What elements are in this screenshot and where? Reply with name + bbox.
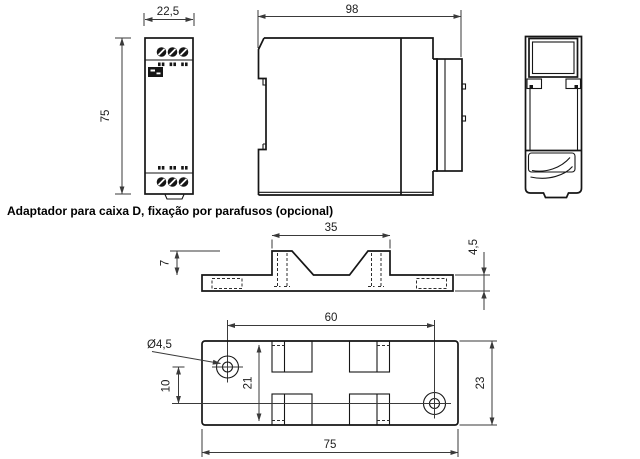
hidden-counterbore-left <box>211 278 243 289</box>
hole-diameter-leader <box>151 351 221 365</box>
adapter-plate-outline <box>201 340 459 426</box>
screw-hole-top-left <box>212 355 243 379</box>
end-body-outline <box>524 35 583 199</box>
plan-hole-spacing-label: 60 <box>325 312 338 324</box>
tab <box>348 340 391 373</box>
adapter-plan-view: 60 <box>147 312 497 457</box>
front-view: 22,5 75 <box>100 6 195 200</box>
plan-length-label: 75 <box>324 439 337 451</box>
end-bezel-outer <box>528 37 579 78</box>
latch-hook-left <box>526 78 543 90</box>
caption-text: Adaptador para caixa D, fixação por para… <box>7 204 333 218</box>
adapter-profile-view: 35 7 4,5 <box>160 222 490 310</box>
plate-tabs <box>271 340 391 426</box>
face-knob <box>461 115 467 122</box>
end-view <box>524 35 583 199</box>
side-view: 98 <box>257 4 467 196</box>
hidden-slot-left <box>274 253 290 287</box>
hidden-slot-right <box>368 253 384 287</box>
tab <box>348 393 391 426</box>
end-bezel-inner <box>531 41 575 75</box>
top-terminal-markings <box>158 62 188 67</box>
adapter-profile-outline <box>201 250 454 292</box>
hole-diameter-label: Ø4,5 <box>147 339 172 351</box>
logo-mark <box>148 67 163 77</box>
side-depth-dim-label: 98 <box>346 4 359 16</box>
din-clip-body <box>527 152 576 173</box>
din-hook-detail <box>262 78 266 150</box>
bottom-terminal-markings <box>158 166 188 170</box>
tab <box>271 340 313 373</box>
hidden-counterbore-right <box>416 278 447 289</box>
bottom-screw-terminals <box>156 177 189 187</box>
plan-width-label: 23 <box>475 377 487 390</box>
front-bezel <box>436 58 463 172</box>
profile-thickness-label: 4,5 <box>468 239 480 255</box>
plan-hole-offset-label: 10 <box>161 380 173 393</box>
face-knob <box>461 83 467 90</box>
side-body-outline <box>257 37 434 196</box>
front-width-dim-label: 22,5 <box>157 6 179 18</box>
top-screw-terminals <box>156 47 189 57</box>
din-clip-spring <box>531 157 571 172</box>
latch-hook-right <box>565 78 582 90</box>
bottom-notch <box>164 194 185 200</box>
front-body-outline <box>144 37 194 195</box>
din-clip-spring <box>530 166 573 179</box>
profile-tab-height-label: 7 <box>160 260 172 266</box>
plan-inner-span-label: 21 <box>243 377 255 390</box>
profile-slot-dim-label: 35 <box>325 222 338 234</box>
front-height-dim-label: 75 <box>100 110 112 123</box>
tab <box>271 393 313 426</box>
